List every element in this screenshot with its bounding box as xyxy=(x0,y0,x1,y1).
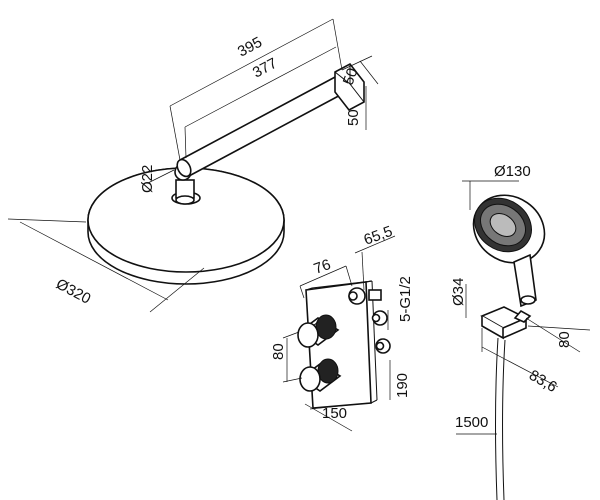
dim-connector-diameter: Ø22 xyxy=(139,165,156,193)
shower-arm xyxy=(176,74,348,178)
shower-head-disc xyxy=(87,167,285,285)
dim-handle-diameter: Ø34 xyxy=(450,278,467,306)
dim-50-width: 50 xyxy=(340,66,362,87)
dim-knob-spacing: 80 xyxy=(270,343,287,360)
dim-plate-width: 150 xyxy=(322,405,347,422)
mixer-knob-top xyxy=(297,314,340,348)
dim-65-5: 65,5 xyxy=(362,223,395,249)
hand-shower: Ø130 Ø34 80 83,6 1500 xyxy=(450,163,591,500)
mixer-body xyxy=(348,287,391,354)
dim-holder-depth: 80 xyxy=(556,331,573,348)
dim-hand-head-diameter: Ø130 xyxy=(494,163,531,180)
thermostatic-mixer: 76 65,5 5-G1/2 80 150 190 xyxy=(270,223,414,432)
dim-50-height: 50 xyxy=(345,109,362,126)
dim-377: 377 xyxy=(250,55,280,82)
dim-hose-length: 1500 xyxy=(455,414,488,431)
hand-shower-handle xyxy=(513,253,537,308)
dim-76: 76 xyxy=(312,256,333,278)
mixer-dimensions: 76 65,5 5-G1/2 80 150 190 xyxy=(270,223,414,432)
dim-head-diameter: Ø320 xyxy=(53,276,93,308)
overhead-shower: 395 377 50 50 Ø22 Ø320 xyxy=(7,18,379,313)
dim-holder-width: 83,6 xyxy=(526,367,560,396)
wall-flange xyxy=(334,62,365,112)
hand-shower-hose xyxy=(494,337,506,500)
mixer-knob-bottom xyxy=(299,358,342,392)
dim-395: 395 xyxy=(235,34,265,61)
dim-plate-height: 190 xyxy=(394,373,411,398)
hand-shower-head xyxy=(472,194,546,264)
hand-shower-holder xyxy=(480,306,532,340)
dim-thread: 5-G1/2 xyxy=(397,276,414,322)
